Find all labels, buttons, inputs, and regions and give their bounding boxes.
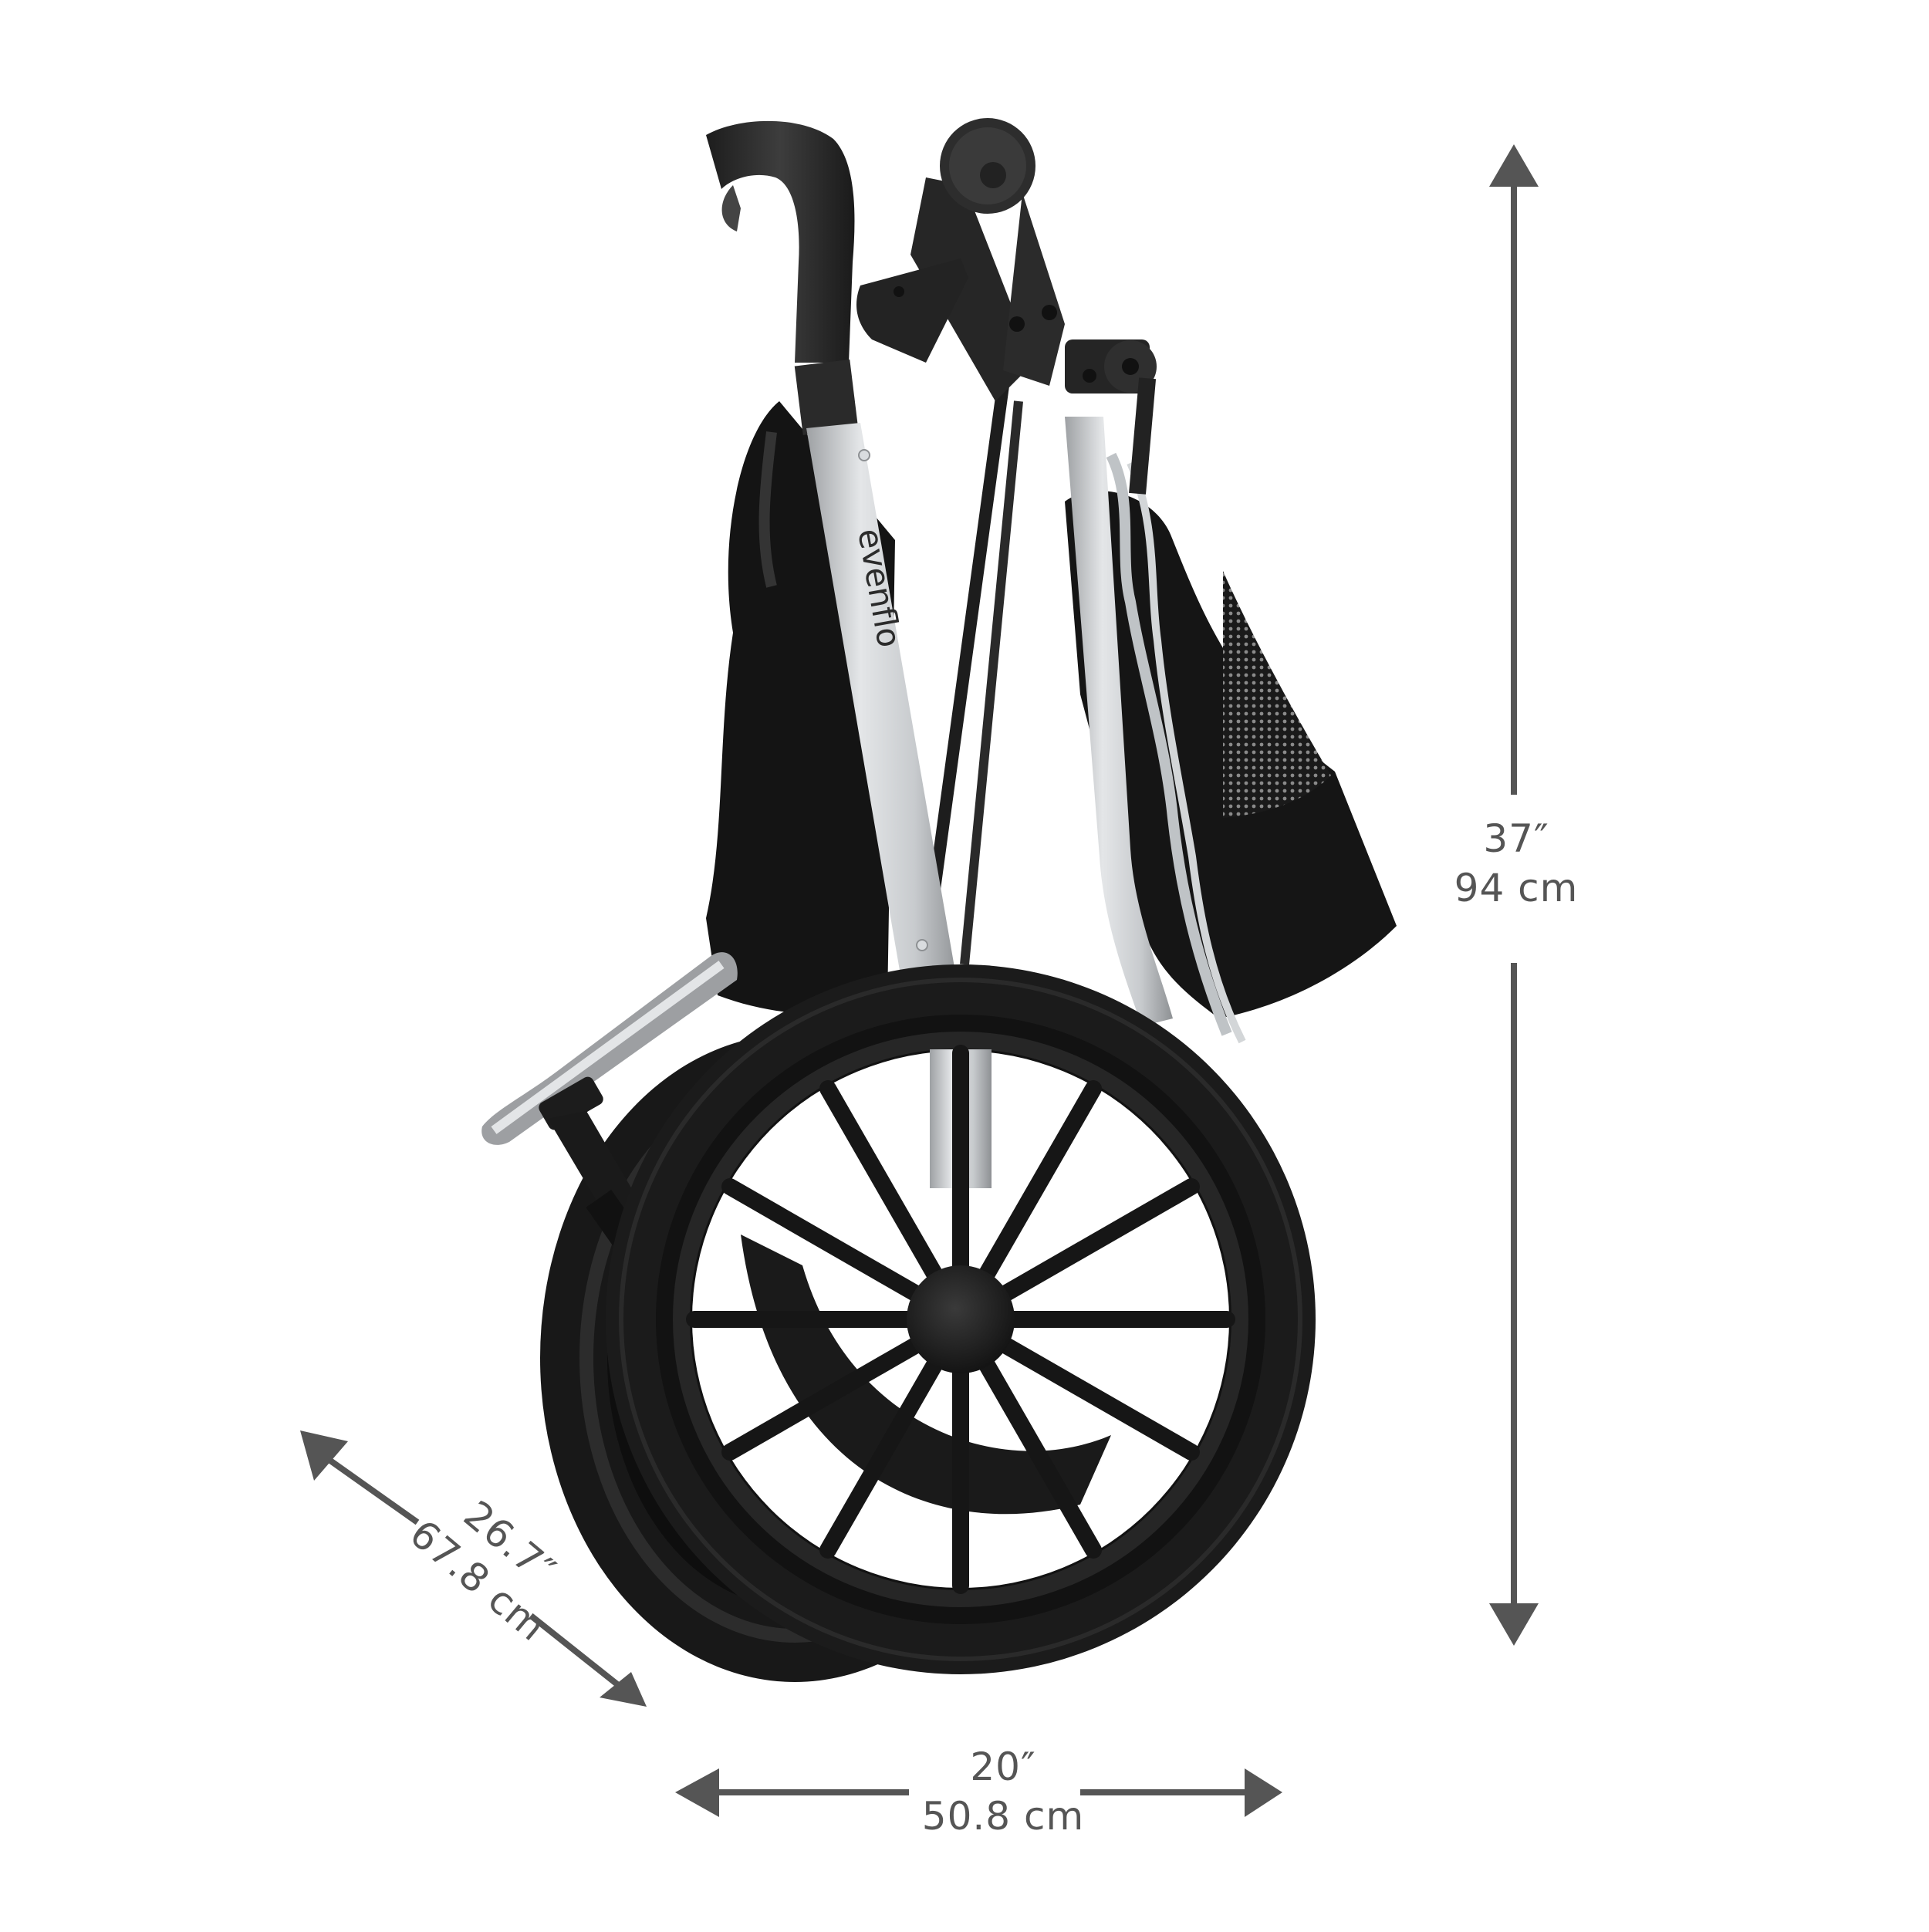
width-imperial: 20″ <box>970 1745 1036 1789</box>
main-frame-tube: evenflo <box>794 359 961 1011</box>
secondary-joint <box>1065 339 1157 495</box>
height-imperial: 37″ <box>1483 816 1549 861</box>
fold-hinge <box>910 118 1065 401</box>
front-leg-tube <box>1065 417 1173 1026</box>
stroller: evenflo <box>481 118 1397 1682</box>
fold-latch <box>856 258 968 363</box>
height-dimension-label: 37″ 94 cm <box>1424 814 1609 913</box>
main-wheel <box>606 964 1316 1674</box>
width-arrow-icon <box>675 1768 1282 1817</box>
height-metric: 94 cm <box>1454 866 1579 910</box>
wheel-hub <box>907 1265 1015 1373</box>
push-handle <box>706 120 855 363</box>
basket-mesh <box>1223 571 1331 818</box>
depth-arrow-icon <box>300 1430 647 1707</box>
width-metric: 50.8 cm <box>921 1794 1085 1839</box>
height-arrow-icon <box>1489 144 1539 1646</box>
reflective-trim <box>1106 452 1232 1036</box>
width-dimension-label: 20″ 50.8 cm <box>887 1742 1119 1841</box>
